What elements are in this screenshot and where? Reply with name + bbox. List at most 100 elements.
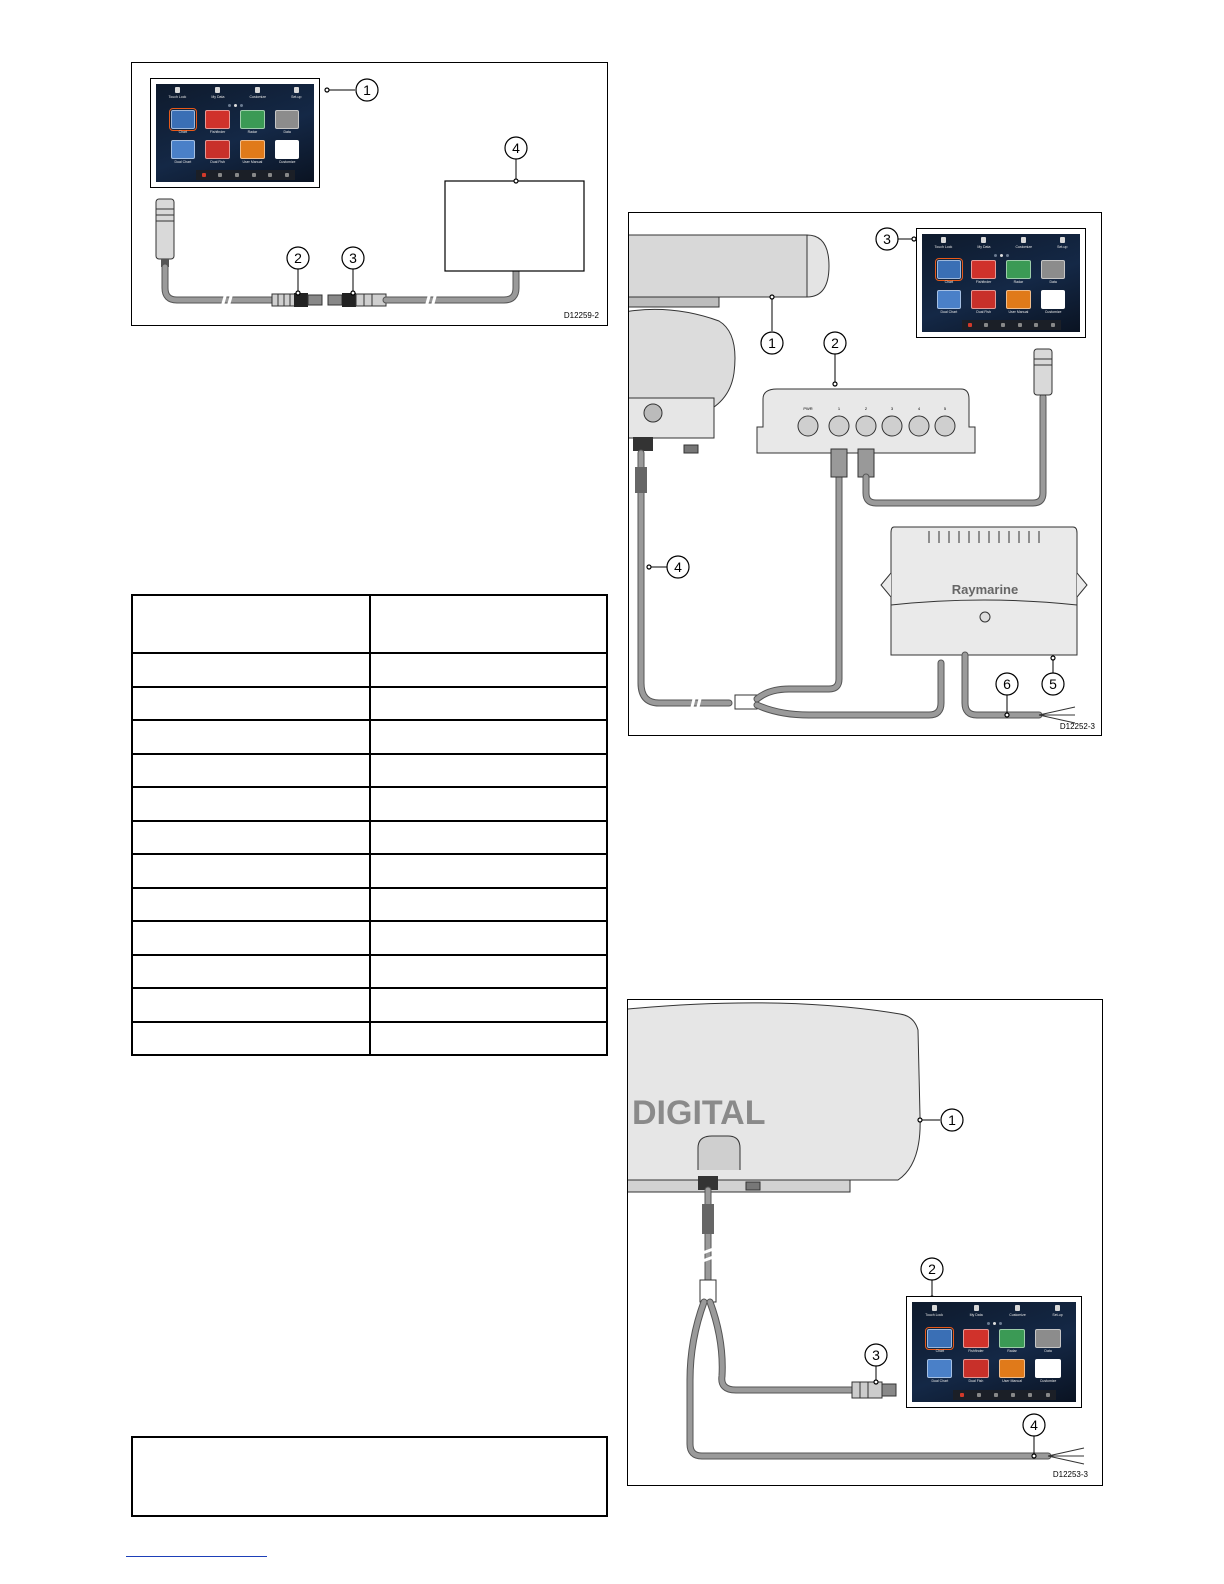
power-icon [959, 1393, 964, 1397]
app-icon [925, 1327, 955, 1350]
svg-text:1: 1 [948, 1112, 956, 1128]
settings-icon [1034, 323, 1039, 327]
power-off-icon [994, 1393, 999, 1397]
app-label: User Manual [242, 160, 263, 164]
table-row [131, 786, 608, 822]
page-dots [912, 1322, 1076, 1325]
spec-table [131, 594, 608, 1056]
table-cell [369, 987, 608, 1023]
power-off-icon [1000, 323, 1005, 327]
page-dots [922, 254, 1080, 257]
svg-text:4: 4 [918, 406, 921, 411]
lock-icon [284, 173, 289, 177]
svg-text:6: 6 [1003, 676, 1011, 692]
app-label: Dual Fish [968, 1379, 984, 1383]
callout-4: 4 [1022, 1413, 1046, 1459]
app-tile: Radar [235, 110, 270, 134]
app-label: Fishfinder [975, 280, 992, 284]
app-icon [936, 290, 962, 309]
table-header-cell [131, 594, 371, 654]
table-cell [131, 752, 371, 788]
callout-6: 6 [995, 672, 1019, 718]
power-icon [967, 323, 972, 327]
app-label: Dual Fish [210, 160, 226, 164]
table-row [131, 987, 608, 1023]
radome: DIGITAL [628, 1002, 921, 1193]
mfd-bottom-bar [961, 320, 1062, 330]
mfd-top-label: Customize [1009, 1313, 1026, 1317]
app-label: Fishfinder [968, 1349, 984, 1353]
app-icon [999, 1359, 1025, 1378]
app-icon [1035, 1359, 1061, 1378]
table-cell [369, 1020, 608, 1056]
svg-text:3: 3 [883, 231, 891, 247]
table-cell [369, 752, 608, 788]
table-cell [131, 920, 371, 956]
mfd-top-item: My Data [211, 87, 224, 99]
app-label: Chart [178, 130, 188, 134]
person-icon [1015, 1305, 1020, 1311]
table-row [131, 719, 608, 755]
app-label: Customize [278, 160, 296, 164]
share-icon [973, 1305, 979, 1311]
app-tile: Data [1036, 260, 1071, 284]
mfd-top-label: Set-up [291, 95, 302, 99]
wrench-icon [293, 87, 299, 93]
svg-text:PWR: PWR [803, 406, 812, 411]
mfd-top-label: Customize [249, 95, 267, 99]
app-icon [274, 110, 300, 129]
mfd-top-item: Set-up [1052, 1305, 1063, 1317]
radome-brand-text: DIGITAL [632, 1094, 765, 1132]
figure-code: D12252-3 [1059, 722, 1095, 731]
app-label: Radar [247, 130, 258, 134]
svg-text:4: 4 [512, 140, 520, 156]
app-icon [240, 110, 265, 129]
app-tile: Data [270, 110, 305, 134]
table-cell [131, 987, 371, 1023]
app-icon [205, 110, 230, 129]
sleep-icon [218, 173, 223, 177]
table-cell [369, 652, 608, 688]
app-tile: Customize [270, 140, 305, 164]
mfd-top-label: Customize [1015, 245, 1033, 249]
figure-code: D12259-2 [563, 311, 599, 320]
svg-text:4: 4 [674, 559, 682, 575]
app-label: Fishfinder [209, 130, 226, 134]
app-tile: Dual Chart [931, 290, 966, 314]
mfd-top-item: Touch Lock [935, 237, 952, 249]
mfd-top-label: My Data [211, 95, 225, 99]
callout-1: 1 [324, 78, 379, 102]
svg-text:2: 2 [294, 250, 302, 266]
app-tile: Customize [1036, 290, 1071, 314]
app-icon [999, 1329, 1025, 1348]
table-header-row [131, 594, 608, 654]
radar-pedestal [629, 308, 736, 454]
table-cell [369, 719, 608, 755]
display-icon [251, 173, 256, 177]
app-icon [1006, 260, 1031, 279]
app-label: Dual Fish [976, 310, 992, 314]
app-label: Customize [1044, 310, 1062, 314]
app-icon [927, 1359, 953, 1378]
app-tile: Fishfinder [958, 1329, 994, 1353]
mfd-top-label: Set-up [1057, 245, 1068, 249]
svg-text:3: 3 [891, 406, 894, 411]
share-icon [215, 87, 221, 93]
mfd-top-label: My Data [969, 1313, 983, 1317]
mfd-top-label: My Data [977, 245, 991, 249]
app-label: User Manual [1008, 310, 1029, 314]
figure-radome-connection: DIGITAL 1 2 3 [627, 999, 1103, 1486]
mfd-top-label: Set-up [1052, 1313, 1063, 1317]
note-box [131, 1436, 608, 1517]
footer-link-underline[interactable] [126, 1556, 267, 1557]
app-label: Chart [935, 1349, 945, 1353]
app-icon [205, 140, 230, 159]
table-cell [131, 819, 371, 855]
table-cell [131, 853, 371, 889]
display-icon [1017, 323, 1022, 327]
lock-icon [1050, 323, 1055, 327]
